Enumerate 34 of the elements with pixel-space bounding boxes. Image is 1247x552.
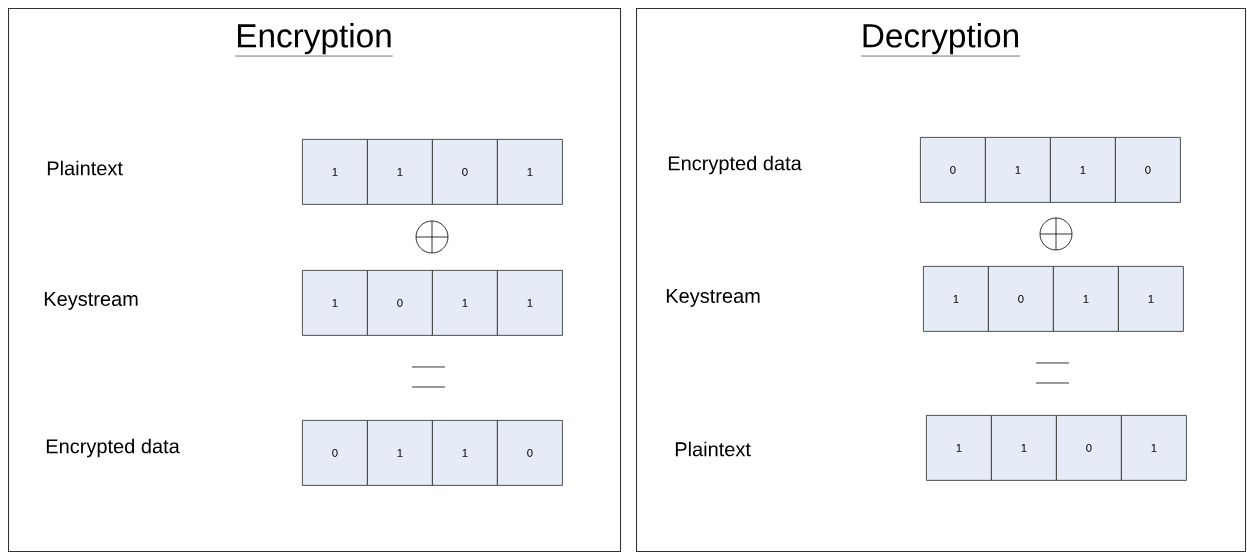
bit-cell: 1: [432, 420, 498, 486]
bit-cell: 0: [367, 270, 433, 336]
bit-cell: 1: [302, 139, 368, 205]
panel: [636, 8, 1247, 552]
bit-cell: 1: [1050, 137, 1116, 203]
bit-cell: 1: [985, 137, 1051, 203]
bit-cell: 0: [1056, 415, 1122, 481]
bit-cell: 1: [923, 266, 989, 332]
row-label: Encrypted data: [668, 155, 802, 175]
row-label: Keystream: [666, 289, 760, 307]
bit-cell: 0: [988, 266, 1054, 332]
row-label: Plaintext: [47, 160, 123, 176]
bit-cell: 1: [991, 415, 1057, 481]
bit-cell: 0: [920, 137, 986, 203]
bit-cell: 1: [1121, 415, 1187, 481]
row-label: Keystream: [44, 292, 138, 310]
bit-cell: 1: [432, 270, 498, 336]
bit-cell: 1: [367, 420, 433, 486]
bit-cell: 1: [497, 270, 563, 336]
bit-cell: 1: [497, 139, 563, 205]
bit-cell: 0: [1115, 137, 1181, 203]
bit-cell: 1: [367, 139, 433, 205]
row-label: Encrypted data: [46, 438, 180, 458]
panel: [8, 8, 622, 552]
bit-cell: 1: [1118, 266, 1184, 332]
bit-cell: 1: [1053, 266, 1119, 332]
bit-cell: 0: [497, 420, 563, 486]
bit-cell: 1: [302, 270, 368, 336]
bit-cell: 0: [432, 139, 498, 205]
panel-heading: Encryption: [235, 23, 393, 57]
bit-cell: 1: [926, 415, 992, 481]
panel-heading: Decryption: [860, 23, 1021, 57]
row-label: Plaintext: [675, 441, 751, 457]
bit-cell: 0: [302, 420, 368, 486]
